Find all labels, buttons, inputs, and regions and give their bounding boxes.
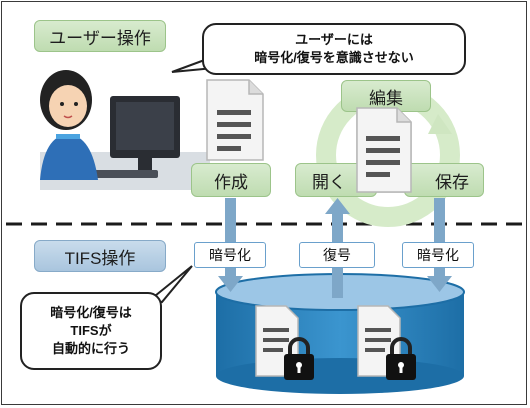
open-button[interactable]: 開く — [295, 163, 377, 197]
encrypt-label-create: 暗号化 — [194, 242, 266, 268]
tifs-callout-line: 自動的に行う — [51, 341, 130, 356]
save-button[interactable]: 保存 — [404, 163, 484, 197]
cycle-arrowhead — [428, 114, 452, 134]
user-callout: ユーザーには 暗号化/復号を意識させない — [202, 23, 466, 75]
tifs-callout-line: 暗号化/復号は — [50, 305, 132, 320]
user-illustration — [40, 70, 210, 190]
decrypt-label: 復号 — [299, 242, 375, 268]
tifs-callout-line: TIFSが — [70, 323, 112, 338]
tifs-ops-header: TIFS操作 — [34, 240, 166, 272]
user-callout-line: ユーザーには — [295, 32, 373, 47]
create-button[interactable]: 作成 — [191, 163, 271, 197]
tifs-callout: 暗号化/復号は TIFSが 自動的に行う — [20, 292, 162, 370]
locked-document-icon — [357, 305, 416, 380]
edit-button[interactable]: 編集 — [341, 80, 431, 112]
user-ops-header: ユーザー操作 — [34, 20, 166, 52]
document-icon — [206, 79, 264, 161]
encrypt-label-save: 暗号化 — [402, 242, 474, 268]
user-callout-line: 暗号化/復号を意識させない — [254, 50, 414, 65]
locked-document-icon — [255, 305, 314, 380]
